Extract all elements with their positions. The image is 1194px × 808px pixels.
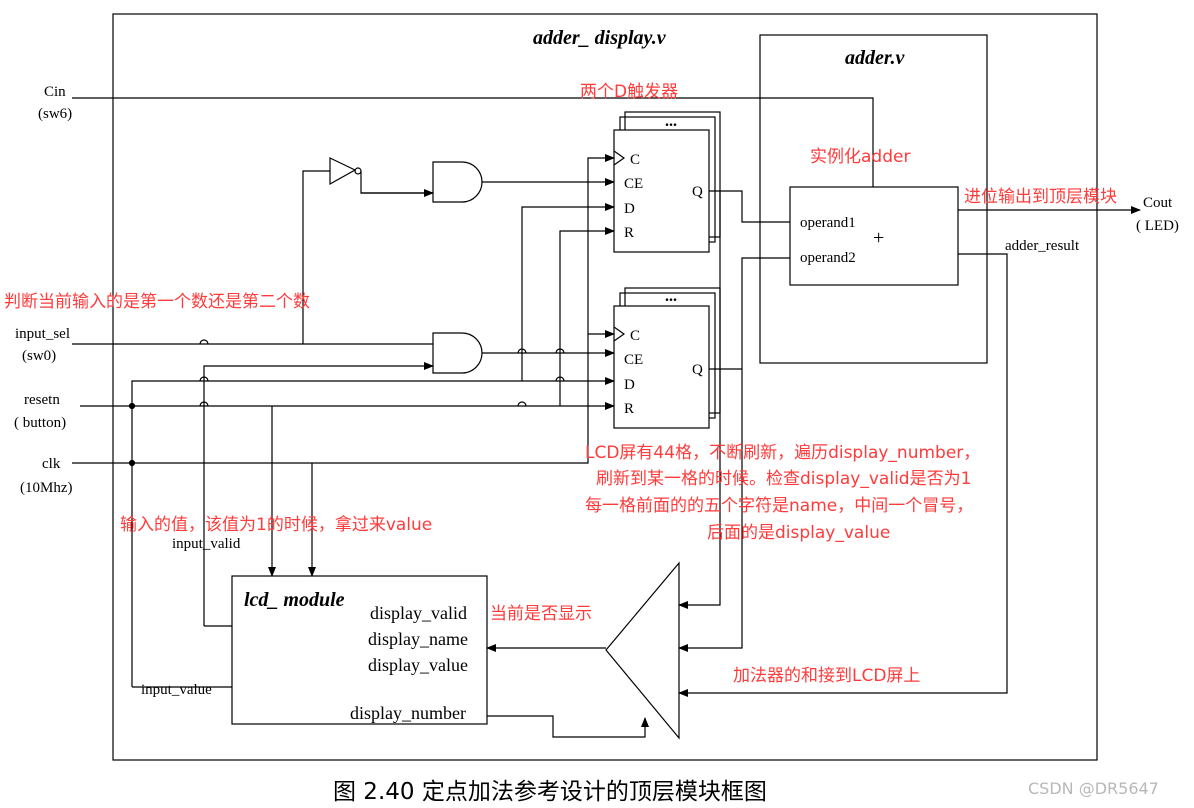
dff-bottom-d: D: [624, 377, 635, 393]
annotation-instantiate-adder: 实例化adder: [810, 147, 910, 167]
cin-switch: (sw6): [38, 106, 72, 122]
display-valid-label: display_valid: [370, 603, 467, 623]
watermark: CSDN @DR5647: [1028, 779, 1159, 798]
inverter: [329, 157, 357, 186]
dff-bottom: [613, 305, 710, 429]
dff-top-d: D: [624, 201, 635, 217]
annotation-sum-to-lcd: 加法器的和接到LCD屏上: [733, 666, 920, 686]
cin-label: Cin: [44, 84, 66, 100]
adder-module-box: [759, 34, 988, 364]
adder-block: [789, 186, 959, 286]
operand1-label: operand1: [800, 215, 856, 231]
annotation-lcd-line2: 刷新到某一格的时候。检查display_valid是否为1: [596, 469, 971, 489]
annotation-carry-out: 进位输出到顶层模块: [964, 187, 1117, 207]
dff-top-ce: CE: [624, 176, 643, 192]
and-gate-1: [432, 161, 483, 203]
input-value-label: input_value: [141, 682, 212, 698]
annotation-input-value: 输入的值，该值为1的时候，拿过来value: [120, 514, 432, 535]
dff-bottom-dots: ...: [665, 288, 677, 305]
cout-led: ( LED): [1136, 218, 1179, 234]
top-module-box: [112, 13, 1098, 761]
adder-result-label: adder_result: [1005, 238, 1080, 254]
figure-caption: 图 2.40 定点加法参考设计的顶层模块框图: [333, 779, 767, 805]
lcd-module-title: lcd_ module: [244, 589, 345, 611]
display-value-label: display_value: [368, 655, 468, 675]
dff-bottom-c: C: [630, 328, 640, 344]
dff-top-r: R: [624, 225, 634, 241]
mux: [605, 561, 680, 740]
dff-top-q: Q: [692, 184, 703, 200]
plus-sign: +: [873, 227, 884, 249]
clk-frequency: (10Mhz): [20, 480, 73, 496]
annotation-lcd-line4: 后面的是display_value: [707, 523, 890, 543]
display-number-label: display_number: [350, 703, 466, 723]
input-sel-label: input_sel: [15, 326, 70, 342]
resetn-label: resetn: [24, 392, 60, 408]
and-gate-2: [432, 332, 483, 374]
cout-label: Cout: [1143, 195, 1173, 211]
annotation-lcd-line1: LCD屏有44格，不断刷新，遍历display_number，: [585, 443, 980, 463]
dff-bottom-ce: CE: [624, 352, 643, 368]
dff-top-c: C: [630, 152, 640, 168]
annotation-judge-input: 判断当前输入的是第一个数还是第二个数: [4, 292, 310, 312]
input-valid-label: input_valid: [172, 536, 241, 552]
clk-label: clk: [42, 456, 61, 472]
resetn-button: ( button): [14, 415, 66, 431]
dff-top-dots: ...: [665, 113, 677, 130]
inverter-bubble: [354, 167, 362, 175]
top-module-title: adder_ display.v: [533, 27, 667, 49]
annotation-display-now: 当前是否显示: [490, 604, 592, 624]
annotation-two-dff: 两个D触发器: [580, 82, 678, 102]
annotation-lcd-line3: 每一格前面的的五个字符是name，中间一个冒号，: [585, 496, 973, 516]
adder-module-title: adder.v: [845, 47, 906, 69]
dff-bottom-r: R: [624, 401, 634, 417]
dff-bottom-q: Q: [692, 362, 703, 378]
operand2-label: operand2: [800, 250, 856, 266]
display-name-label: display_name: [368, 629, 468, 649]
input-sel-switch: (sw0): [22, 348, 56, 364]
